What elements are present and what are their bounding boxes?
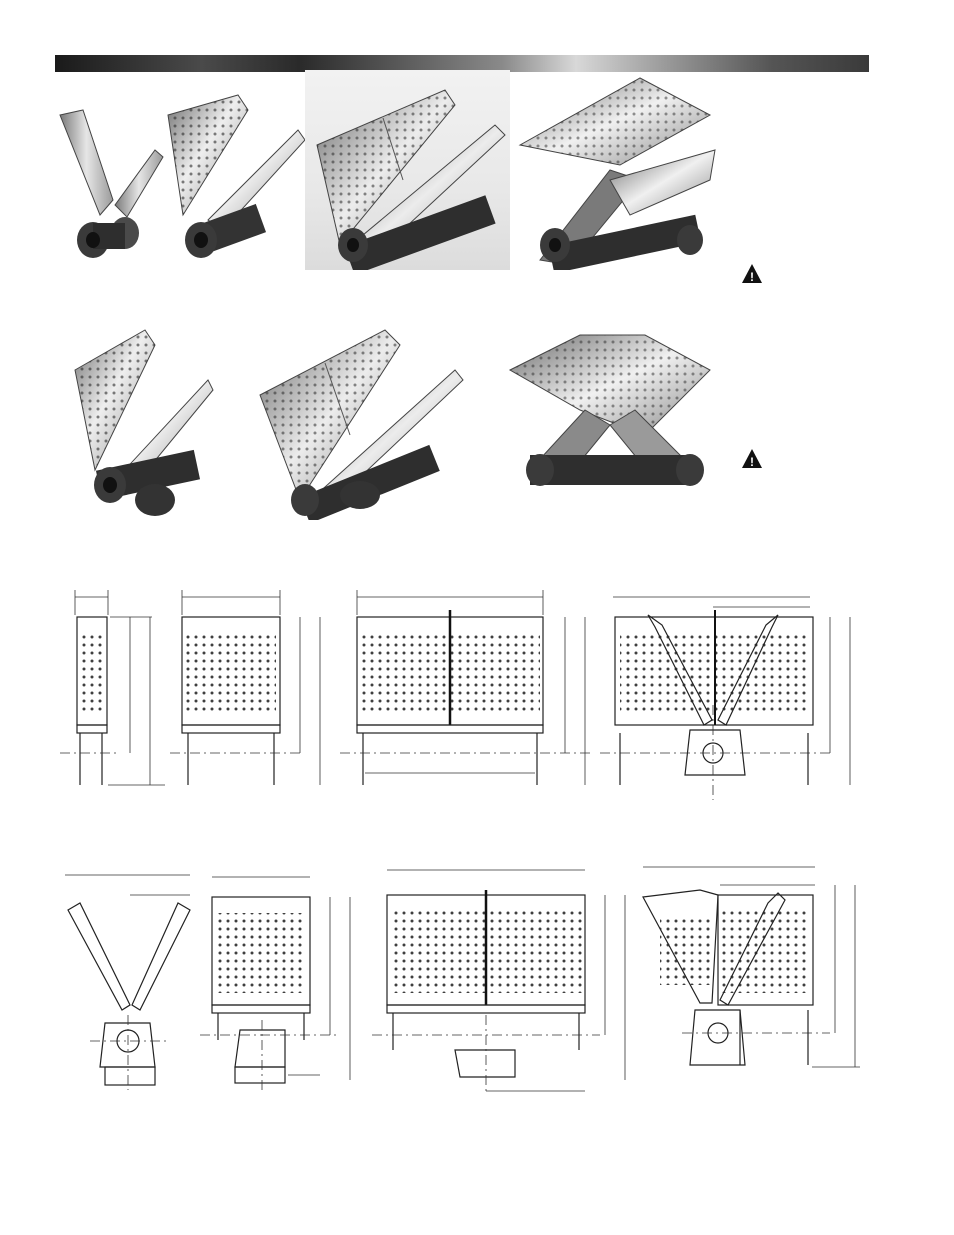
burner-render-6 xyxy=(255,325,465,520)
svg-text:!: ! xyxy=(750,455,754,469)
burner-render-5 xyxy=(70,325,215,520)
burner-render-4 xyxy=(510,70,720,270)
svg-text:!: ! xyxy=(750,270,754,284)
drawing-single xyxy=(170,590,320,785)
technical-drawings-row-2 xyxy=(0,845,954,1100)
burner-render-1 xyxy=(55,105,165,265)
warning-triangle-icon: ! xyxy=(741,448,763,470)
burner-render-2 xyxy=(163,90,308,265)
burner-render-7 xyxy=(505,330,720,520)
drawing-corner-tee xyxy=(643,867,860,1067)
warning-triangle-icon: ! xyxy=(741,263,763,285)
drawing-tee-double xyxy=(372,870,625,1095)
drawing-v-end xyxy=(65,875,190,1090)
drawing-corner xyxy=(600,597,850,800)
technical-drawings-row-1 xyxy=(0,585,954,815)
drawing-tee-single xyxy=(200,877,350,1093)
drawing-narrow xyxy=(60,590,165,785)
drawing-double xyxy=(340,590,590,785)
burner-render-3 xyxy=(305,70,510,270)
